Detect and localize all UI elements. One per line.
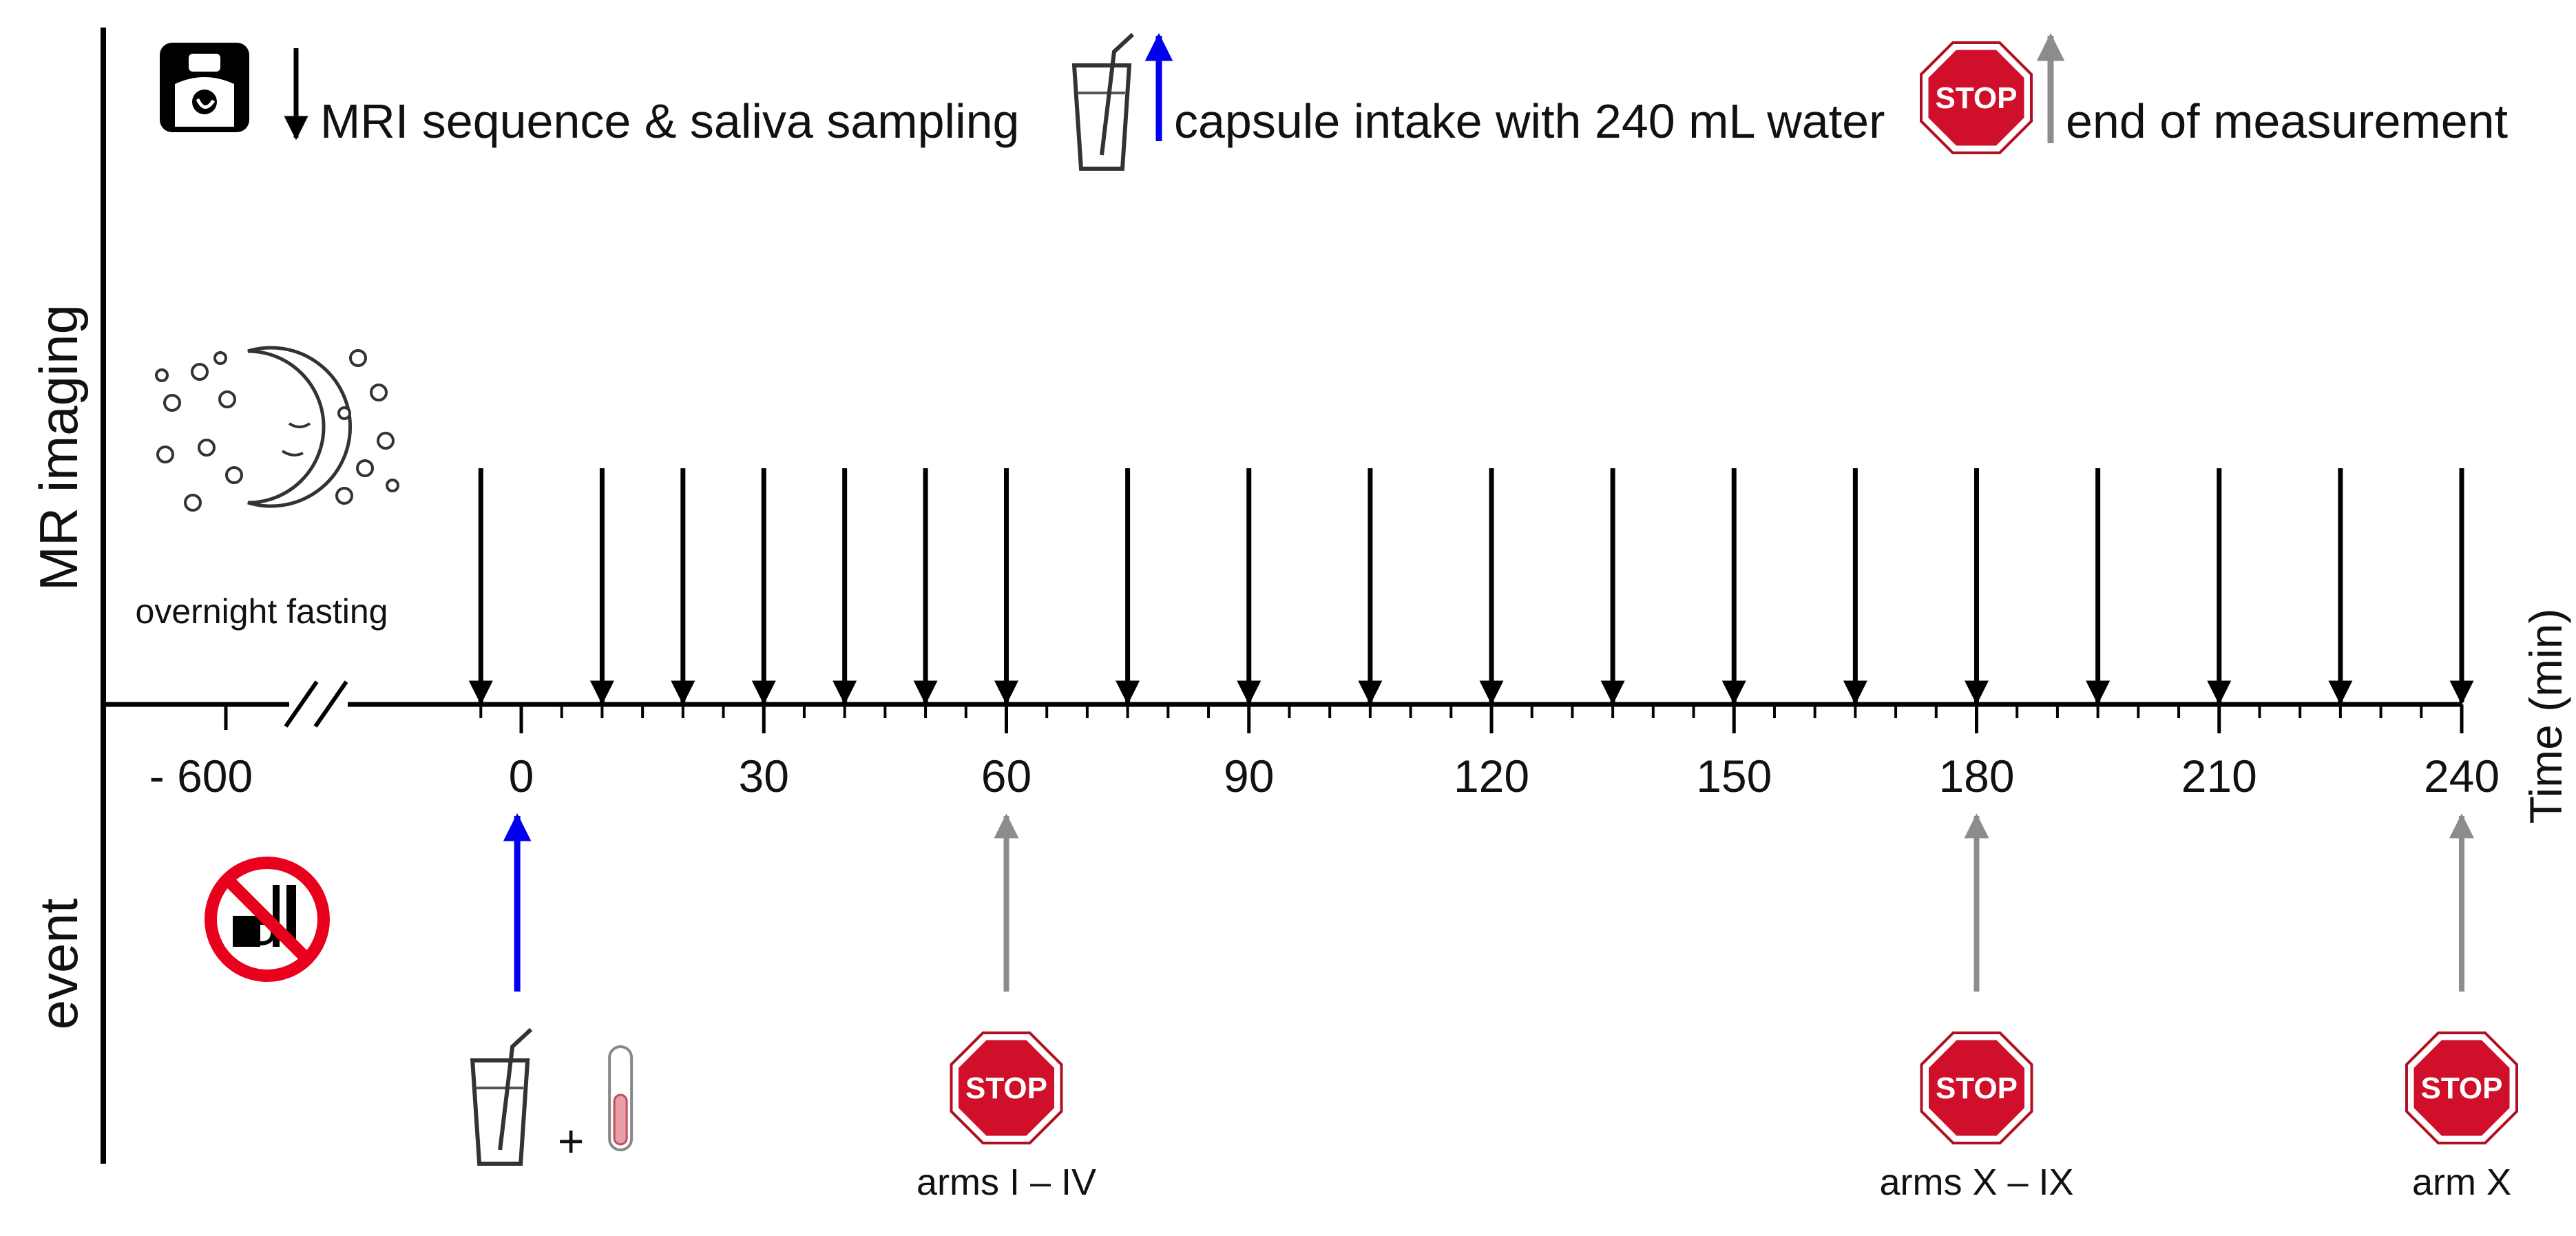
time-axis: - 600 0 30 60 90 120 150 180 210 240 Time (min) [103,609,2571,824]
arm-label: arms I – IV [917,1162,1096,1203]
stop-sign-icon: STOP [1922,1033,2032,1143]
capsule-icon [608,1045,633,1151]
stop-sign-text: STOP [1935,81,2017,115]
events: + STOP arms I – IV STOP arms X – IX STOP arm X [472,813,2517,1203]
axis-tick-labels: 0 30 60 90 120 150 180 210 240 [509,751,2500,802]
axis-tick-label: 210 [2181,751,2257,802]
axis-tick-label: 240 [2424,751,2500,802]
axis-tick-label: 30 [739,751,789,802]
axis-tick-label: 180 [1938,751,2014,802]
legend-label-capsule: capsule intake with 240 mL water [1174,94,1885,148]
row-label-mr-imaging: MR imaging [28,304,89,591]
axis-tick-label: 150 [1696,751,1772,802]
water-glass-icon [1074,34,1133,169]
axis-tick-label: 90 [1224,751,1274,802]
tick-label-pre: - 600 [149,751,253,802]
arm-label: arms X – IX [1879,1162,2073,1203]
axis-break-2 [313,680,348,728]
legend-label-end: end of measurement [2066,94,2508,148]
stop-sign-text: STOP [965,1071,1047,1105]
axis-tick-label: 120 [1454,751,1529,802]
stop-sign-icon: STOP [952,1033,1062,1143]
mri-scanner-icon [160,43,249,132]
axis-title: Time (min) [2520,609,2571,824]
legend: MRI sequence & saliva sampling capsule i… [160,34,2508,169]
moon-stars-icon [155,346,399,512]
stop-sign-text: STOP [2420,1071,2502,1105]
no-food-drink-icon [205,857,330,982]
axis-tick-label: 60 [981,751,1032,802]
water-glass-icon [472,1029,531,1164]
axis-tick-label: 0 [509,751,534,802]
plus-sign: + [558,1115,585,1166]
axis-break-1 [284,680,319,728]
stop-sign-text: STOP [1936,1071,2018,1105]
fasting-label: overnight fasting [136,592,388,631]
arm-label: arm X [2412,1162,2511,1203]
row-label-event: event [28,898,89,1029]
axis-ticks [479,704,2464,733]
stop-sign-icon: STOP [1921,43,2031,153]
stop-sign-icon: STOP [2407,1033,2517,1143]
mri-sampling-arrows [468,468,2474,705]
legend-label-mri: MRI sequence & saliva sampling [320,94,1019,148]
